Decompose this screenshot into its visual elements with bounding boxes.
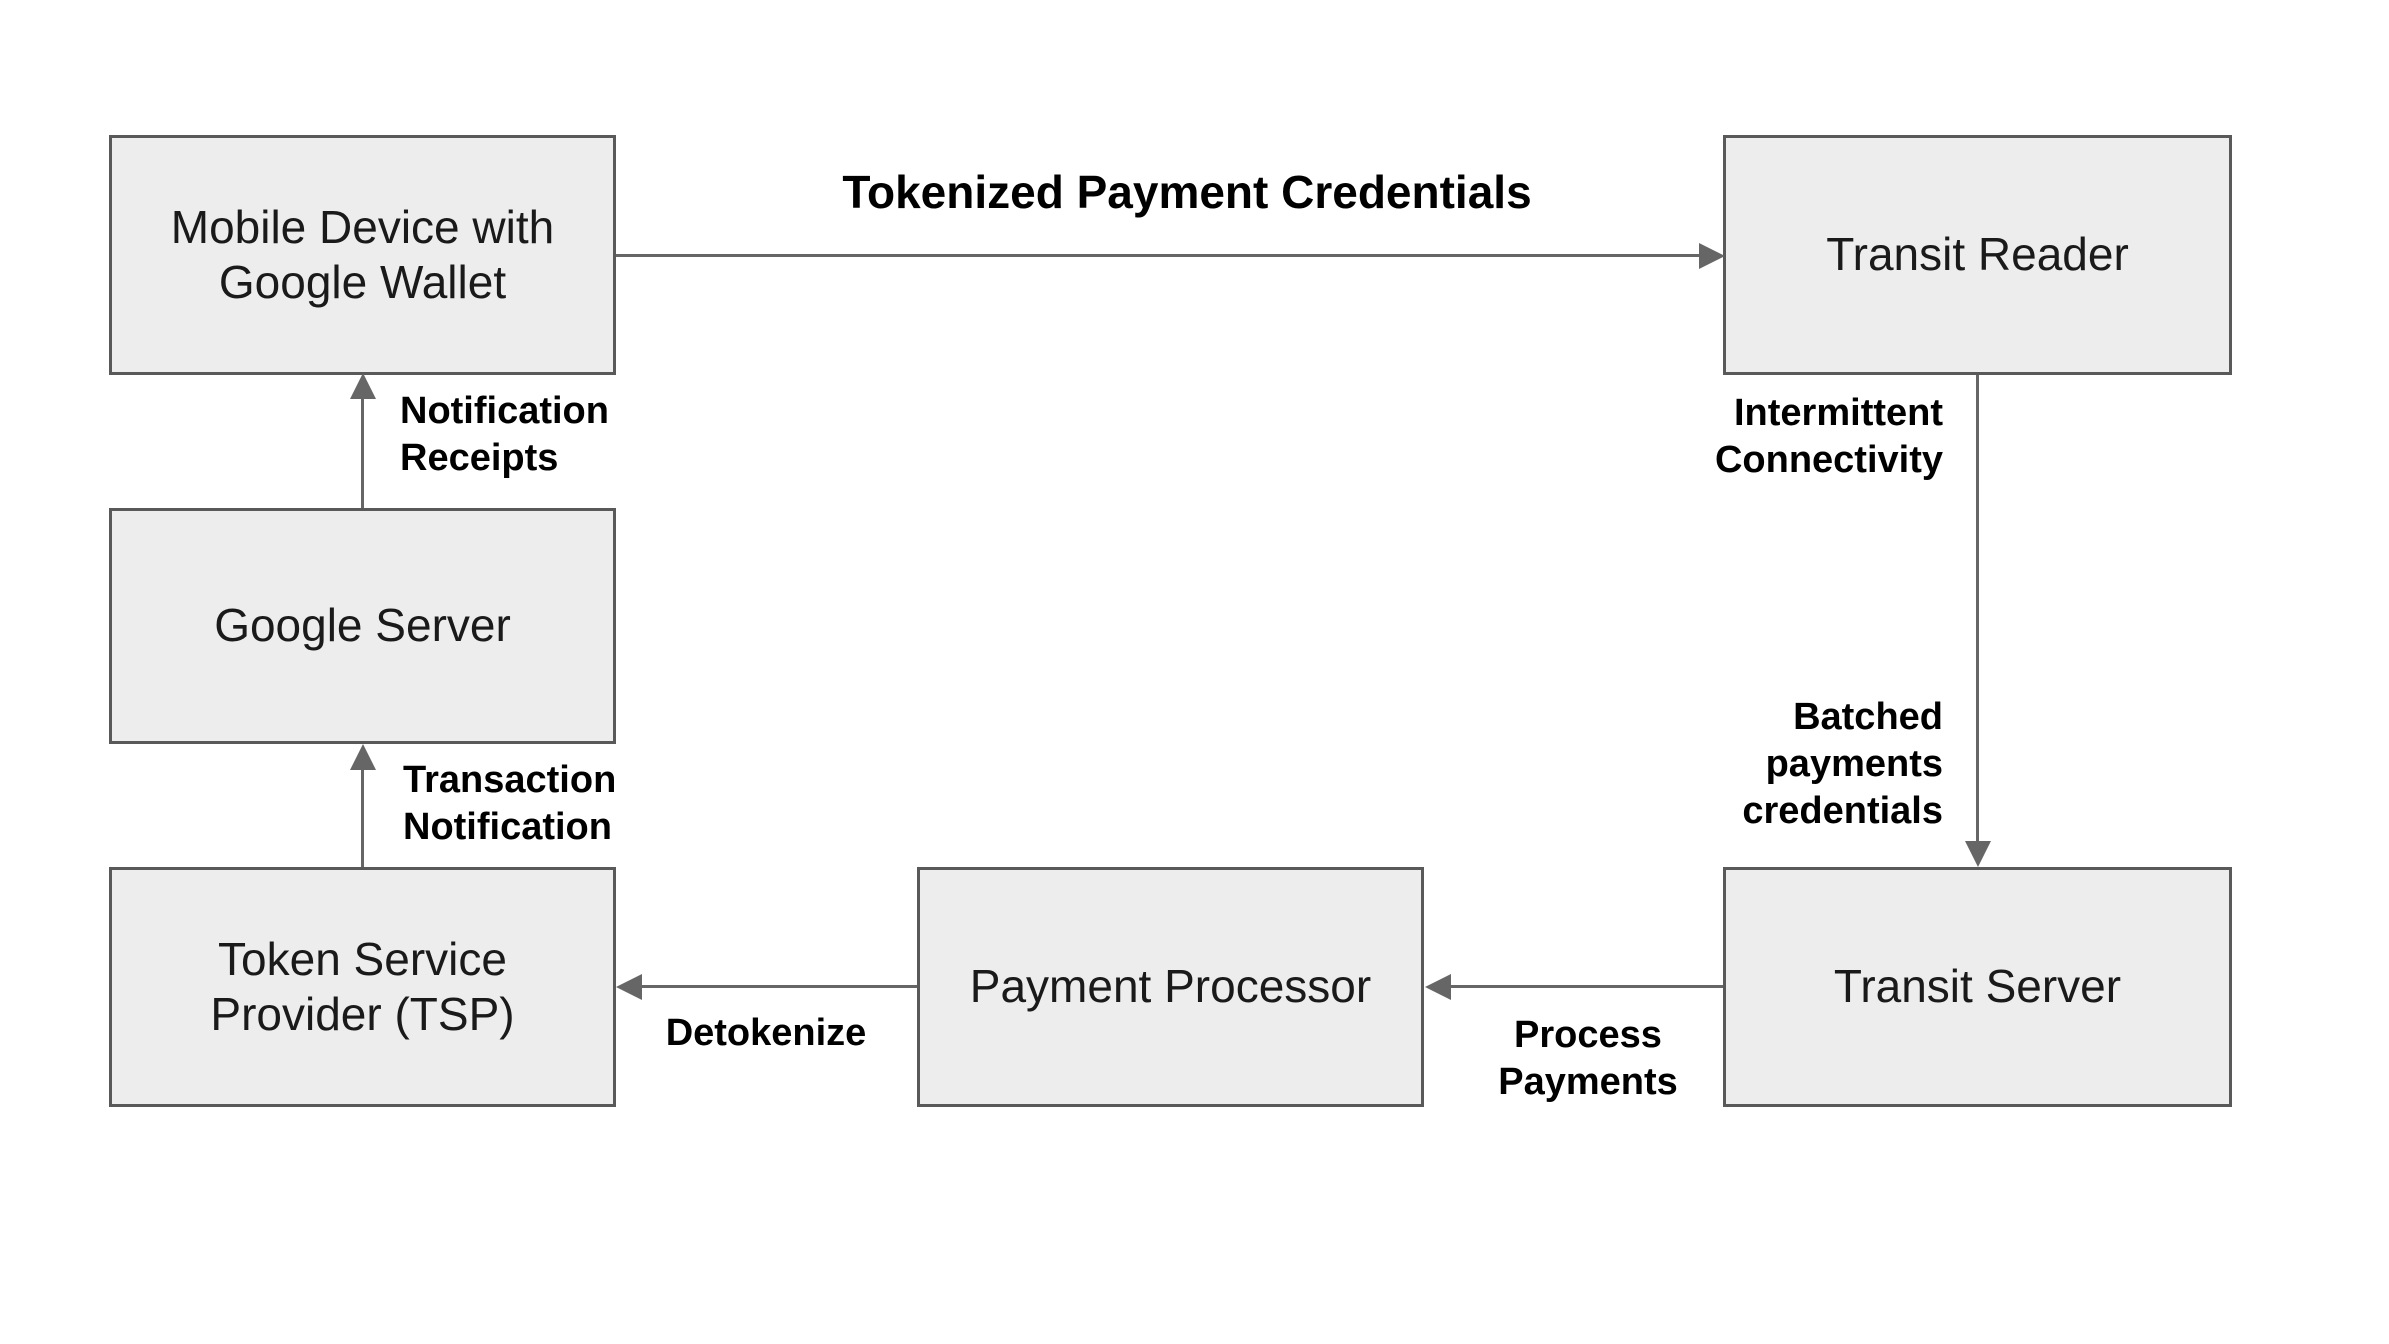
arrow-label-process-payments: Process Payments (1498, 1014, 1678, 1103)
node-payment-processor-label: Payment Processor (969, 960, 1372, 1013)
node-google-server: Google Server (109, 508, 616, 744)
arrow-notification-receipts-line (361, 397, 364, 508)
arrow-label-batched-payments-credentials: Batched payments credentials (1742, 696, 1943, 832)
arrow-label-detokenize: Detokenize (665, 1012, 867, 1054)
arrow-label-transaction-notification: Transaction Notification (403, 759, 617, 848)
arrow-tokenized-credentials-line (616, 254, 1702, 257)
node-transit-reader-label: Transit Reader (1826, 228, 2129, 281)
arrow-detokenize-line (640, 985, 917, 988)
node-transit-reader: Transit Reader (1723, 135, 2232, 375)
node-token-service-provider: Token Service Provider (TSP) (109, 867, 616, 1107)
node-mobile-device: Mobile Device with Google Wallet (109, 135, 616, 375)
arrow-label-notification-receipts: Notification Receipts (400, 390, 609, 479)
arrow-process-payments-line (1449, 985, 1723, 988)
node-transit-server: Transit Server (1723, 867, 2232, 1107)
arrow-label-intermittent-connectivity: Intermittent Connectivity (1714, 392, 1943, 481)
arrowhead-up-icon (350, 744, 376, 770)
node-mobile-device-label: Mobile Device with Google Wallet (170, 200, 555, 308)
arrowhead-down-icon (1965, 841, 1991, 867)
arrow-transaction-notification-line (361, 768, 364, 867)
arrowhead-up-icon (350, 373, 376, 399)
arrowhead-left-icon (1425, 974, 1451, 1000)
node-transit-server-label: Transit Server (1833, 960, 2122, 1013)
arrowhead-right-icon (1699, 243, 1725, 269)
node-payment-processor: Payment Processor (917, 867, 1424, 1107)
arrow-label-tokenized-credentials: Tokenized Payment Credentials (842, 166, 1532, 218)
arrow-batched-credentials-line (1976, 375, 1979, 843)
node-google-server-label: Google Server (214, 599, 511, 652)
arrowhead-left-icon (616, 974, 642, 1000)
node-token-service-provider-label: Token Service Provider (TSP) (210, 932, 515, 1040)
